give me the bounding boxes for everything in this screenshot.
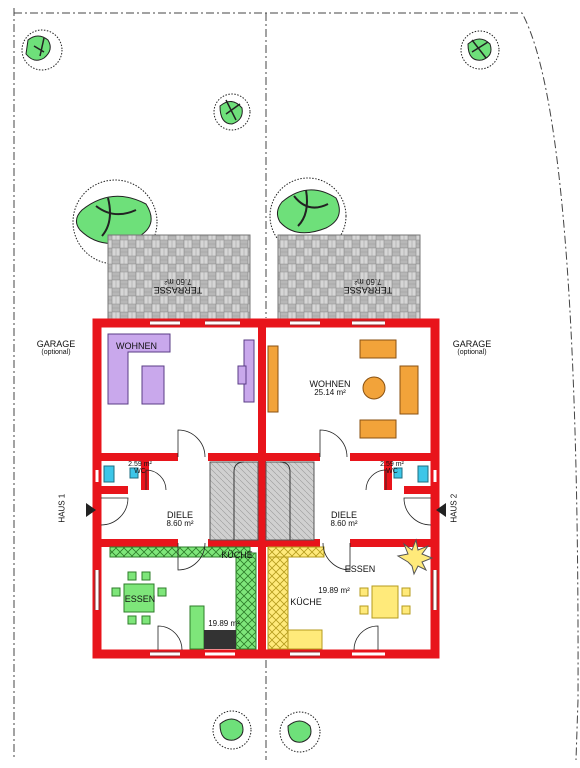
stairs-right xyxy=(265,461,315,541)
terrasse-left-name: TERRASSE xyxy=(153,284,203,295)
entrance-arrow-right xyxy=(436,503,446,517)
diele-right-area: 8.60 m² xyxy=(330,519,358,529)
tree-bottom-left xyxy=(212,710,252,750)
terrasse-right-name: TERRASSE xyxy=(343,284,393,295)
dining-left xyxy=(111,571,167,625)
haus-2-label: HAUS 2 xyxy=(449,493,459,523)
wc-right-label: 2.59 m² WC xyxy=(380,461,404,476)
entrance-arrow-left xyxy=(86,503,96,517)
kueche-left-label: KÜCHE xyxy=(221,550,253,560)
wc-left-area: 2.59 m² xyxy=(128,461,152,468)
plant-right xyxy=(396,538,434,576)
furniture-wohnen-right xyxy=(267,339,419,439)
garage-right-label: GARAGE (optional) xyxy=(452,339,492,357)
wohnen-right-area: 25.14 m² xyxy=(314,388,346,398)
interior-walls xyxy=(97,323,435,654)
wc-fixtures xyxy=(103,465,429,483)
terrasse-left-area: 7.60 m² xyxy=(164,276,192,286)
diele-left-area: 8.60 m² xyxy=(166,519,194,529)
kueche-right-label: KÜCHE xyxy=(290,597,322,607)
sofa-left xyxy=(107,333,255,405)
terrace-left xyxy=(107,234,251,321)
terrace-right xyxy=(277,234,421,321)
wohnen-right-name: WOHNEN xyxy=(309,379,351,389)
garage-left-label: GARAGE (optional) xyxy=(36,339,76,357)
kitchen-left xyxy=(109,546,257,650)
wc-right-area: 2.59 m² xyxy=(380,461,404,468)
stairs-left xyxy=(209,461,259,541)
terrasse-right-label: TERRASSE 7.60 m² xyxy=(344,276,393,294)
diele-left-label: DIELE 8.60 m² xyxy=(166,510,194,529)
essen-right-area: 19.89 m² xyxy=(318,586,350,595)
terrasse-left-label: TERRASSE 7.60 m² xyxy=(154,276,203,294)
wc-right-name: WC xyxy=(386,468,398,476)
essen-left-label: ESSEN xyxy=(124,594,156,604)
tree-top-left xyxy=(21,29,63,71)
tree-top-center xyxy=(213,93,251,131)
wc-left-name: WC xyxy=(134,468,146,476)
garage-left-title: GARAGE xyxy=(36,339,76,349)
wc-left-label: 2.59 m² WC xyxy=(128,461,152,476)
window-lines xyxy=(94,320,438,657)
dining-right xyxy=(359,585,411,619)
diele-right-label: DIELE 8.60 m² xyxy=(330,510,358,529)
wohnen-left-label: WOHNEN xyxy=(116,341,157,351)
tree-top-right xyxy=(460,30,500,70)
garage-right-title: GARAGE xyxy=(452,339,492,349)
diele-left-name: DIELE xyxy=(166,510,193,520)
essen-right-label: ESSEN xyxy=(344,564,376,574)
haus-1-label: HAUS 1 xyxy=(57,493,67,523)
tree-bottom-right xyxy=(279,711,321,753)
essen-left-area: 19.89 m² xyxy=(208,619,240,628)
terrasse-right-area: 7.60 m² xyxy=(354,276,382,286)
windows xyxy=(95,321,437,656)
diele-right-name: DIELE xyxy=(330,510,357,520)
garage-right-sub: (optional) xyxy=(457,349,487,357)
wohnen-right-label: WOHNEN 25.14 m² xyxy=(309,379,351,398)
kitchen-right xyxy=(267,546,325,650)
garage-left-sub: (optional) xyxy=(41,349,71,357)
doors xyxy=(100,429,432,651)
lot-boundary xyxy=(13,8,579,761)
